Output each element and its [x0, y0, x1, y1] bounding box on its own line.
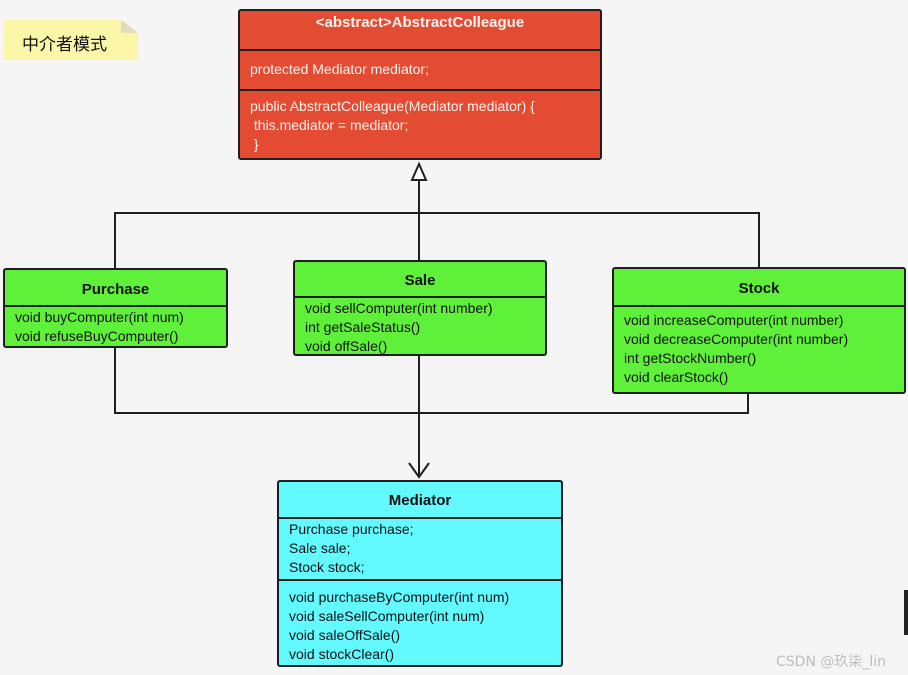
method-sell-computer: void sellComputer(int number) [305, 300, 493, 316]
mediator-class: Mediator Purchase purchase; Sale sale; S… [277, 480, 563, 667]
sticky-note-fold [121, 20, 138, 33]
method-clear-stock: void clearStock() [624, 369, 729, 385]
method-buy-computer: void buyComputer(int num) [15, 309, 184, 325]
mediator-fields: Purchase purchase; Sale sale; Stock stoc… [279, 519, 561, 579]
method-refuse-buy-computer: void refuseBuyComputer() [15, 328, 179, 344]
stock-methods: void increaseComputer(int number) void d… [614, 307, 904, 389]
field-stock: Stock stock; [289, 559, 365, 575]
method-get-sale-status: int getSaleStatus() [305, 319, 421, 335]
method-off-sale: void offSale() [305, 338, 388, 354]
method-decrease-computer: void decreaseComputer(int number) [624, 331, 849, 347]
inheritance-bus-line [114, 212, 760, 268]
method-sale-off-sale: void saleOffSale() [289, 627, 401, 643]
constructor-body-line: this.mediator = mediator; [250, 117, 409, 133]
purchase-class: Purchase void buyComputer(int num) void … [3, 268, 228, 348]
dependency-bus-line [114, 347, 749, 414]
edge-marker [904, 590, 908, 635]
purchase-methods: void buyComputer(int num) void refuseBuy… [5, 307, 226, 348]
method-stock-clear: void stockClear() [289, 646, 395, 662]
watermark: CSDN @玖柒_lin [776, 654, 887, 670]
sticky-note-text: 中介者模式 [22, 35, 107, 55]
sale-methods: void sellComputer(int number) int getSal… [295, 298, 545, 358]
stock-class: Stock void increaseComputer(int number) … [612, 267, 906, 394]
abstract-colleague-fields: protected Mediator mediator; [240, 51, 600, 89]
sale-title: Sale [295, 262, 545, 298]
abstract-colleague-title: <abstract>AbstractColleague [240, 11, 600, 51]
method-increase-computer: void increaseComputer(int number) [624, 312, 844, 328]
purchase-title: Purchase [5, 270, 226, 307]
constructor-line: public AbstractColleague(Mediator mediat… [250, 98, 535, 114]
inheritance-arrowhead [410, 161, 428, 181]
field-purchase: Purchase purchase; [289, 521, 414, 537]
field-sale: Sale sale; [289, 540, 351, 556]
method-sale-sell-computer: void saleSellComputer(int num) [289, 608, 485, 624]
field-mediator: protected Mediator mediator; [250, 61, 429, 77]
abstract-colleague-methods: public AbstractColleague(Mediator mediat… [240, 89, 600, 156]
mediator-title: Mediator [279, 482, 561, 519]
constructor-close-line: } [250, 136, 259, 152]
method-get-stock-number: int getStockNumber() [624, 350, 757, 366]
stock-title: Stock [614, 269, 904, 307]
mediator-methods: void purchaseByComputer(int num) void sa… [279, 579, 561, 666]
dependency-arrowhead [408, 462, 430, 479]
method-purchase-by-computer: void purchaseByComputer(int num) [289, 589, 510, 605]
abstract-colleague-class: <abstract>AbstractColleague protected Me… [238, 9, 602, 160]
sale-class: Sale void sellComputer(int number) int g… [293, 260, 547, 356]
sticky-note [4, 20, 138, 60]
